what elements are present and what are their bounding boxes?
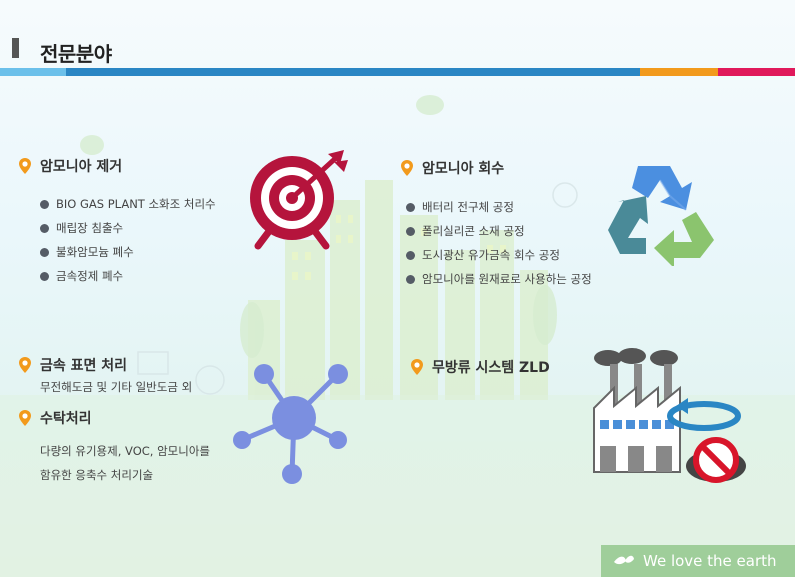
bullet-icon [40, 271, 49, 281]
section-heading-ammonia-removal: 암모니아 제거 [18, 156, 122, 176]
description-line: 함유한 응축수 처리기술 [40, 468, 154, 482]
list-item: BIO GAS PLANT 소화조 처리수 [40, 192, 216, 216]
footer-banner: We love the earth [601, 545, 795, 577]
list-item: 배터리 전구체 공정 [406, 195, 592, 219]
list-item: 암모니아를 원재료로 사용하는 공정 [406, 267, 592, 291]
bullet-icon [40, 199, 49, 209]
section-title: 금속 표면 처리 [40, 358, 128, 374]
bullet-icon [40, 247, 49, 257]
list-item: 폴리실리콘 소재 공정 [406, 219, 592, 243]
section-heading-stripping: 수탁처리 [18, 408, 92, 428]
stripping-description: 다량의 유기용제, VOC, 암모니아를 함유한 응축수 처리기술 [40, 439, 210, 487]
bullet-icon [40, 223, 49, 233]
section-heading-zld: 무방류 시스템 ZLD [410, 357, 550, 377]
color-stripe-blue [66, 68, 640, 76]
location-pin-icon [19, 357, 31, 373]
target-icon [250, 150, 348, 250]
bullet-icon [406, 274, 415, 284]
color-stripe-light-blue [0, 68, 66, 76]
location-pin-icon [401, 160, 413, 176]
description-line: 다량의 유기용제, VOC, 암모니아를 [40, 444, 210, 458]
section-title: 수탁처리 [40, 411, 92, 427]
ammonia-removal-list: BIO GAS PLANT 소화조 처리수 매립장 침출수 불화암모늄 폐수 금… [40, 192, 216, 288]
page-title: 전문분야 [40, 42, 112, 66]
section-title: 암모니아 회수 [422, 161, 505, 177]
bullet-icon [406, 250, 415, 260]
location-pin-icon [411, 359, 423, 375]
footer-text: We love the earth [643, 552, 777, 570]
list-item: 금속정제 폐수 [40, 264, 216, 288]
leaf-icon [614, 555, 634, 565]
list-item: 매립장 침출수 [40, 216, 216, 240]
network-icon [233, 364, 348, 484]
location-pin-icon [19, 158, 31, 174]
bullet-icon [406, 202, 415, 212]
section-heading-ammonia-recovery: 암모니아 회수 [400, 158, 504, 178]
section-title: 무방류 시스템 ZLD [432, 360, 550, 376]
list-item: 불화암모늄 폐수 [40, 240, 216, 264]
metal-surface-description: 무전해도금 및 기타 일반도금 외 [40, 380, 193, 394]
section-title: 암모니아 제거 [40, 159, 123, 175]
color-stripe-pink [718, 68, 795, 76]
section-heading-metal-surface: 금속 표면 처리 [18, 355, 127, 375]
factory-icon [593, 348, 746, 483]
bullet-icon [406, 226, 415, 236]
recycle-icon [608, 166, 714, 266]
list-item: 도시광산 유가금속 회수 공정 [406, 243, 592, 267]
location-pin-icon [19, 410, 31, 426]
ammonia-recovery-list: 배터리 전구체 공정 폴리실리콘 소재 공정 도시광산 유가금속 회수 공정 암… [406, 195, 592, 291]
title-accent-bar [12, 38, 19, 58]
color-stripe-orange [640, 68, 718, 76]
